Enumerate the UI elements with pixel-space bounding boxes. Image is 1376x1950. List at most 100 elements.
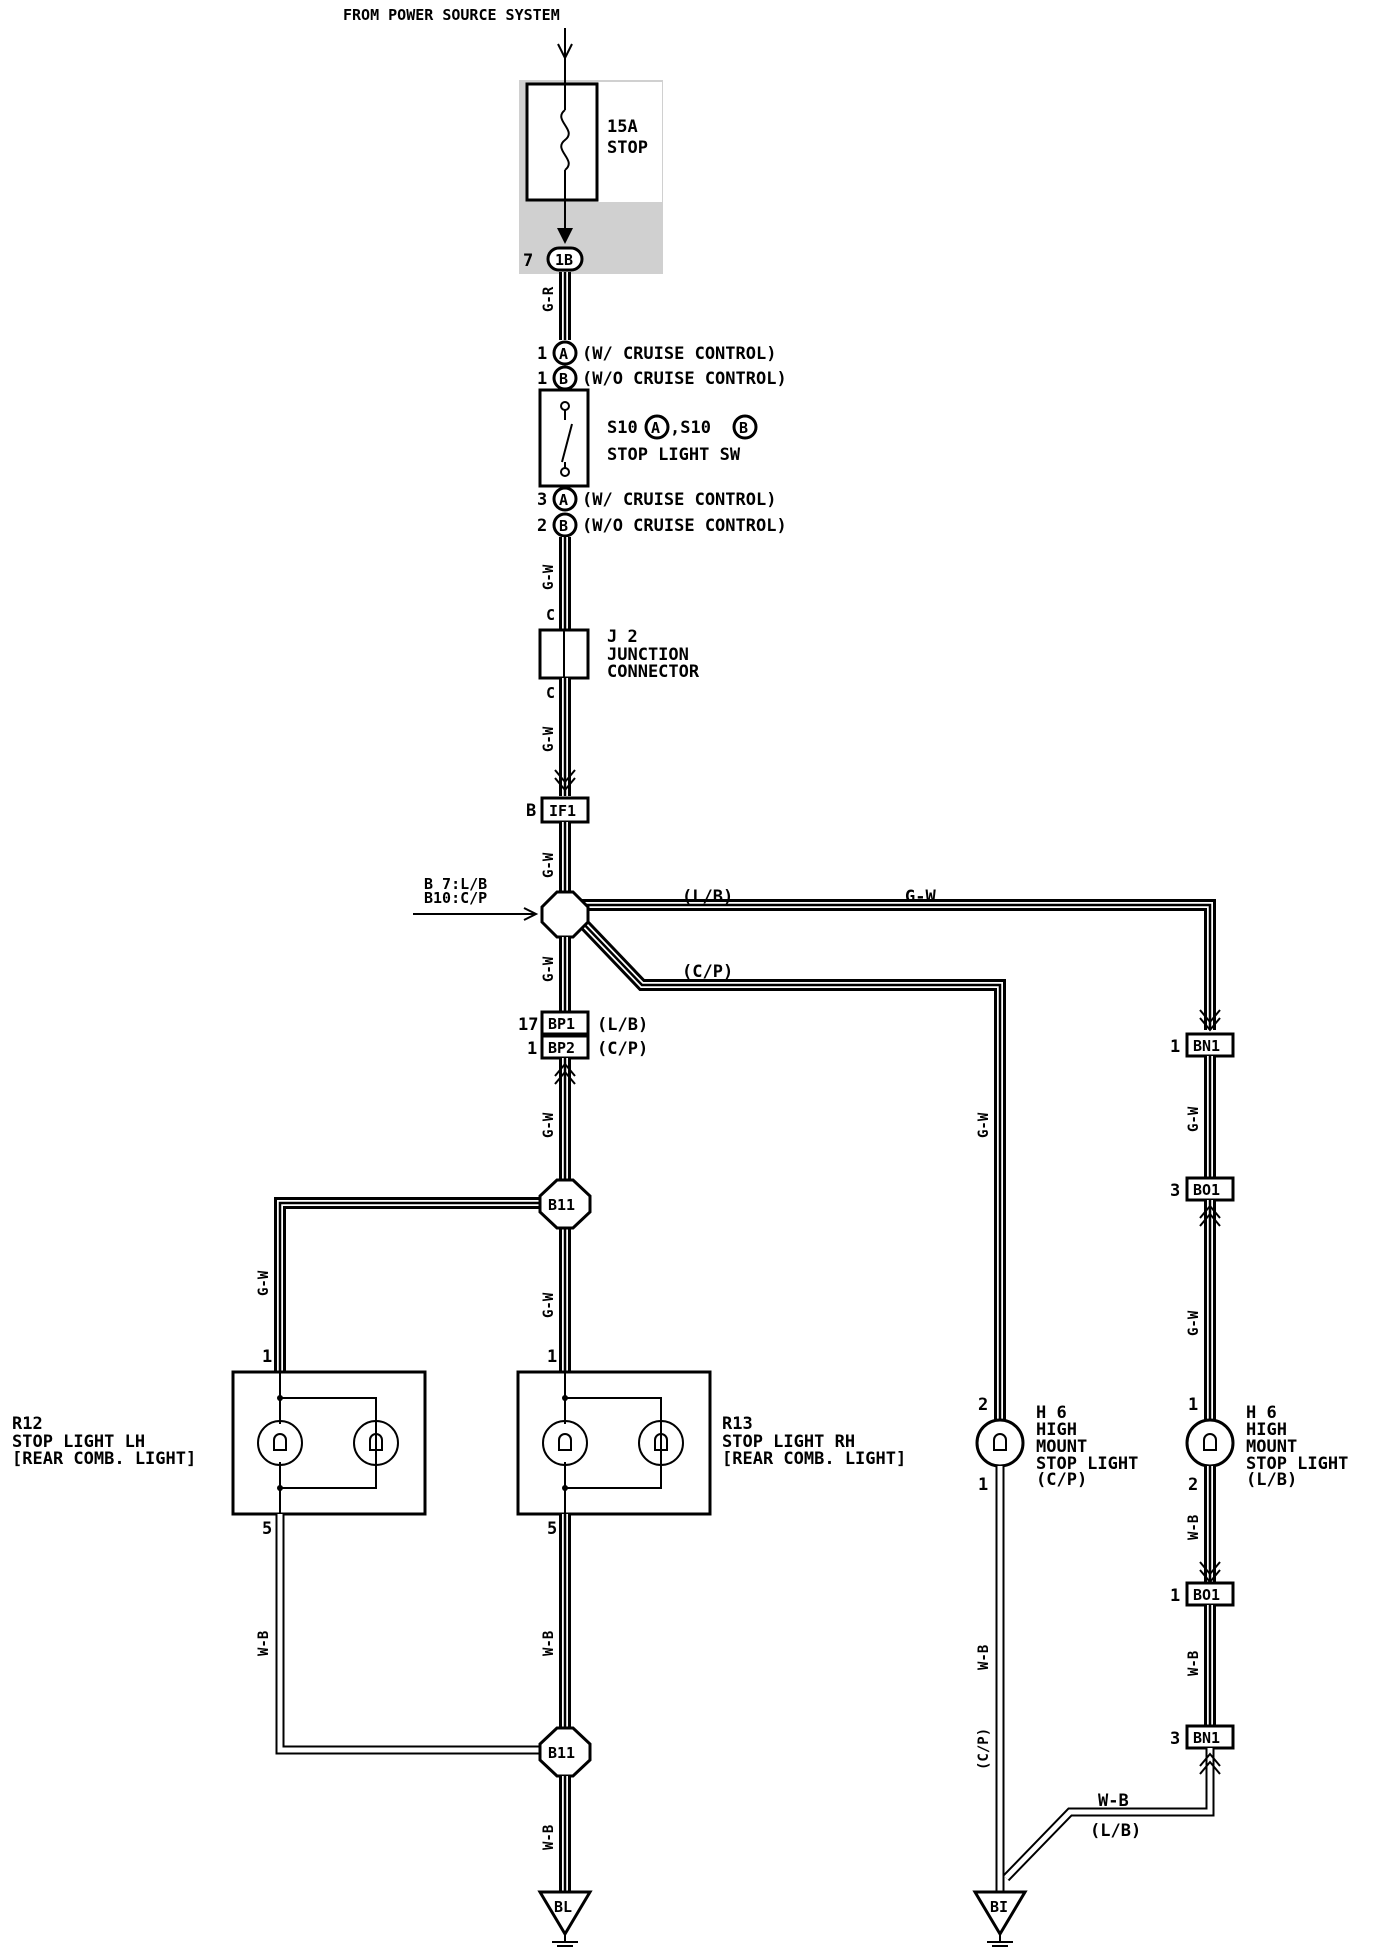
h6-lb-code: H 6	[1246, 1403, 1277, 1423]
wire-label-w-b-r12: W-B	[256, 1631, 272, 1656]
r12-pin-top: 1	[262, 1347, 272, 1367]
h6-lb-high-mount-light	[1185, 1418, 1235, 1468]
fuse-rating: 15A	[607, 117, 638, 137]
h6-cp-pin-top: 2	[978, 1395, 988, 1415]
ground-bl-label: BL	[554, 1898, 572, 1916]
r12-pin-bottom: 5	[262, 1519, 272, 1539]
fuse-pin: 7	[523, 251, 533, 271]
wire-label-right-wb-1: W-B	[1186, 1515, 1202, 1540]
wire-label-g-w-5: G-W	[541, 1112, 557, 1138]
wire-label-g-w-2: G-W	[541, 726, 557, 752]
splice-main	[540, 890, 590, 939]
h6-lb-l3: STOP LIGHT	[1246, 1454, 1348, 1474]
switch-in-b-pin: 1	[537, 369, 547, 389]
junction-name-2: CONNECTOR	[607, 662, 700, 682]
h6-cp-pin-bottom: 1	[978, 1475, 988, 1495]
branch-lb-wire: G-W	[905, 887, 936, 907]
wire-branch-lb	[580, 899, 1216, 1030]
h6-lb-l2: MOUNT	[1246, 1437, 1297, 1457]
if1-code: IF1	[549, 802, 576, 820]
r12-name: STOP LIGHT LH	[12, 1432, 145, 1452]
r13-pin-top: 1	[547, 1347, 557, 1367]
switch-in-a-variant: (W/ CRUISE CONTROL)	[582, 344, 776, 364]
bn1-top-pin: 1	[1170, 1037, 1180, 1057]
bo1-bottom-pin: 1	[1170, 1586, 1180, 1606]
splice-b11-bottom	[538, 1726, 592, 1778]
h6-lb-pin-bottom: 2	[1188, 1475, 1198, 1495]
h6-cp-l1: HIGH	[1036, 1420, 1077, 1440]
connector-if1	[540, 796, 590, 824]
switch-out-b-letter: B	[559, 517, 568, 535]
connector-bp1	[540, 1010, 590, 1036]
junction-connector	[538, 628, 590, 680]
h6-cp-l3: STOP LIGHT	[1036, 1454, 1138, 1474]
wire-label-w-b-r13: W-B	[541, 1631, 557, 1656]
switch-code-a-circle	[644, 414, 670, 440]
h6-cp-high-mount-light	[975, 1418, 1025, 1468]
wire-label-right-wb-2: W-B	[1186, 1651, 1202, 1676]
wire-label-h6-cp: G-W	[976, 1112, 992, 1138]
r13-code: R13	[722, 1414, 753, 1434]
wire-to-r12	[274, 1197, 545, 1372]
switch-out-b-pin: 2	[537, 516, 547, 536]
h6-lb-l1: HIGH	[1246, 1420, 1287, 1440]
r12-stop-light-lh	[231, 1370, 427, 1516]
switch-code-prefix: S10	[607, 418, 638, 438]
stop-light-switch	[538, 388, 590, 488]
b11-bottom-code: B11	[548, 1744, 575, 1762]
b11-top-code: B11	[548, 1196, 575, 1214]
ground-bl	[537, 1890, 593, 1947]
bo1-bottom-code: BO1	[1193, 1586, 1220, 1604]
switch-code-b: B	[739, 419, 748, 437]
bp1-var: (L/B)	[597, 1015, 648, 1035]
r12-sub: [REAR COMB. LIGHT]	[12, 1449, 196, 1469]
switch-out-b-variant: (W/O CRUISE CONTROL)	[582, 516, 787, 536]
ground-bi-label: BI	[990, 1898, 1008, 1916]
wire-label-g-r: G-R	[541, 286, 557, 312]
switch-in-a-pin: 1	[537, 344, 547, 364]
wire-branch-cp	[575, 915, 1006, 1420]
h6-lb-l4: (L/B)	[1246, 1470, 1297, 1490]
switch-name: STOP LIGHT SW	[607, 445, 741, 465]
wire-label-w-b-h6-cp: W-B	[976, 1645, 992, 1670]
splice-pointer-head	[523, 907, 539, 921]
fuse-name: STOP	[607, 138, 648, 158]
h6-cp-l4: (C/P)	[1036, 1470, 1087, 1490]
power-source-label: FROM POWER SOURCE SYSTEM	[343, 6, 560, 24]
bn1-bottom-pin: 3	[1170, 1729, 1180, 1749]
switch-code-sep: ,S10	[670, 418, 711, 438]
switch-out-b-circle	[552, 512, 578, 538]
if1-pin: B	[526, 801, 536, 821]
bp1-code: BP1	[548, 1015, 575, 1033]
wire-label-right-2: G-W	[1186, 1310, 1202, 1336]
switch-code-a: A	[651, 419, 660, 437]
connector-1b	[546, 246, 584, 272]
wire-var-h6-cp: (C/P)	[976, 1728, 992, 1770]
junction-pin-in: C	[546, 606, 555, 624]
fuse-block	[519, 58, 663, 274]
wire-label-r12: G-W	[256, 1270, 272, 1296]
wire-label-g-w-4: G-W	[541, 956, 557, 982]
switch-out-a-variant: (W/ CRUISE CONTROL)	[582, 490, 776, 510]
h6-cp-code: H 6	[1036, 1403, 1067, 1423]
bottom-branch-var: (L/B)	[1090, 1821, 1141, 1841]
h6-lb-pin-top: 1	[1188, 1395, 1198, 1415]
r13-sub: [REAR COMB. LIGHT]	[722, 1449, 906, 1469]
wire-w-b-r12	[275, 1514, 545, 1755]
splice-b11-top	[538, 1178, 592, 1230]
bp2-code: BP2	[548, 1039, 575, 1057]
bp2-var: (C/P)	[597, 1039, 648, 1059]
r13-name: STOP LIGHT RH	[722, 1432, 855, 1452]
wire-label-right-1: G-W	[1186, 1106, 1202, 1132]
bottom-branch-wire: W-B	[1098, 1791, 1129, 1811]
bn1-top-code: BN1	[1193, 1037, 1220, 1055]
wire-label-w-b-bl: W-B	[541, 1825, 557, 1850]
bn1-bottom-code: BN1	[1193, 1729, 1220, 1747]
r12-code: R12	[12, 1414, 43, 1434]
branch-lb-var: (L/B)	[682, 887, 733, 907]
switch-out-a-circle	[552, 486, 578, 512]
switch-out-a-letter: A	[559, 491, 568, 509]
junction-name-1: JUNCTION	[607, 645, 689, 665]
switch-in-a-letter: A	[559, 345, 568, 363]
